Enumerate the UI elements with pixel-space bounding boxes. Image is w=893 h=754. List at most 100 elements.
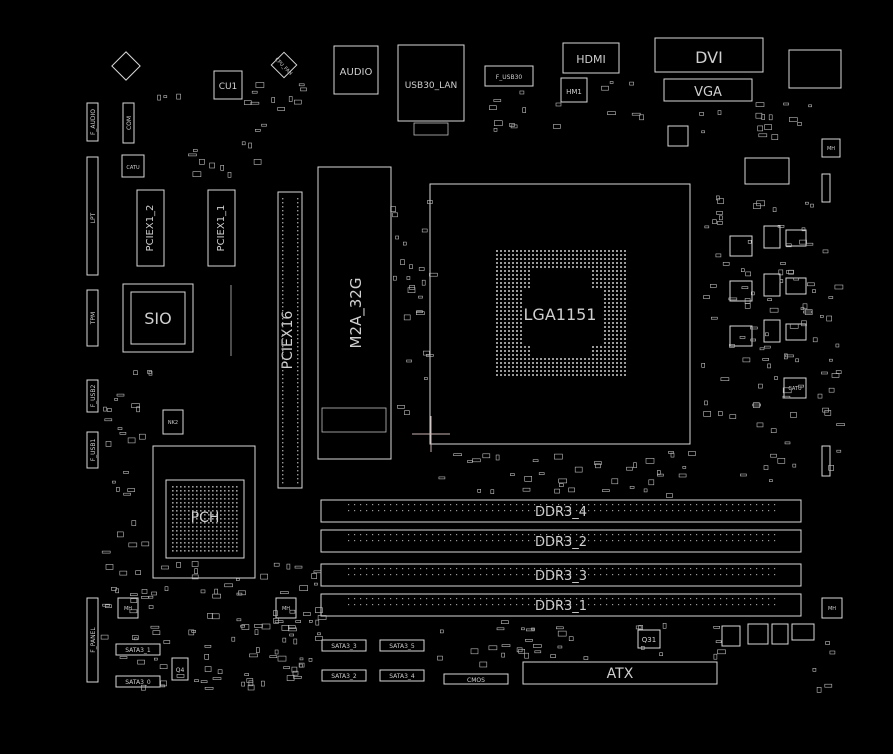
- lpt-header: [86, 156, 99, 276]
- dimm-pin: [474, 534, 476, 536]
- pcie-pin: [297, 198, 299, 200]
- smd-component: [127, 488, 135, 492]
- dimm-pin: [762, 534, 764, 536]
- pch-ball: [232, 530, 234, 532]
- dimm-pin: [774, 574, 776, 576]
- dimm-pin: [588, 604, 590, 606]
- dimm-pin: [684, 510, 686, 512]
- socket-pad: [608, 282, 610, 284]
- dimm-slot-1: [320, 593, 802, 617]
- dimm-pin: [456, 510, 458, 512]
- dimm-pin: [354, 510, 356, 512]
- dimm-pin: [600, 504, 602, 506]
- smd-component: [525, 628, 535, 632]
- dimm-pin: [396, 604, 398, 606]
- smd-component: [774, 376, 778, 380]
- pcie-pin: [282, 462, 284, 464]
- dimm-pin: [360, 568, 362, 570]
- pch-ball: [200, 542, 202, 544]
- socket-pad: [588, 362, 590, 364]
- dimm-pin: [420, 510, 422, 512]
- socket-pad: [512, 306, 514, 308]
- smd-component: [835, 343, 840, 348]
- socket-pad: [584, 258, 586, 260]
- dimm-pin: [588, 540, 590, 542]
- dimm-pin: [696, 568, 698, 570]
- smd-component: [717, 649, 726, 655]
- dimm-pin: [402, 510, 404, 512]
- dimm-pin: [684, 574, 686, 576]
- pch-ball: [176, 506, 178, 508]
- q31-chip: [637, 629, 661, 649]
- dimm-pin: [726, 534, 728, 536]
- socket-pad: [552, 266, 554, 268]
- socket-pad: [528, 282, 530, 284]
- vga-port: [663, 78, 753, 102]
- cmos-header: [443, 673, 509, 685]
- pch-ball: [184, 534, 186, 536]
- pcie-pin: [282, 270, 284, 272]
- socket-pad: [576, 254, 578, 256]
- smd-component: [299, 657, 304, 661]
- dimm-pin: [516, 604, 518, 606]
- pch-ball: [192, 534, 194, 536]
- pch-ball: [204, 502, 206, 504]
- dimm-pin: [522, 510, 524, 512]
- dimm-pin: [612, 504, 614, 506]
- dimm-pin: [414, 540, 416, 542]
- pch-ball: [212, 546, 214, 548]
- dimm-pin: [522, 574, 524, 576]
- smd-component: [554, 488, 560, 494]
- dimm-pin: [642, 504, 644, 506]
- socket-pad: [612, 274, 614, 276]
- smd-component: [740, 268, 745, 273]
- dimm-pin: [750, 534, 752, 536]
- socket-pad: [512, 274, 514, 276]
- smd-component: [568, 487, 575, 493]
- sata2-label: SATA3_2: [331, 673, 357, 680]
- socket-pad: [572, 362, 574, 364]
- dimm-pin: [768, 510, 770, 512]
- socket-pad: [608, 274, 610, 276]
- dimm-pin: [528, 534, 530, 536]
- smd-component: [557, 645, 563, 649]
- dimm-pin: [366, 540, 368, 542]
- dimm-pin: [546, 574, 548, 576]
- smd-component: [717, 198, 724, 204]
- dimm-pin: [708, 598, 710, 600]
- dimm-pin: [420, 574, 422, 576]
- pch-ball: [236, 518, 238, 520]
- dimm-pin: [354, 534, 356, 536]
- pch-ball: [228, 530, 230, 532]
- dimm-pin: [480, 574, 482, 576]
- dimm-pin: [696, 534, 698, 536]
- smd-component: [148, 605, 154, 609]
- pcie-pin: [282, 474, 284, 476]
- smd-component: [261, 123, 267, 127]
- socket-pad: [584, 362, 586, 364]
- dimm-pin: [738, 568, 740, 570]
- socket-pad: [516, 330, 518, 332]
- dimm-pin: [420, 534, 422, 536]
- dimm-pin: [588, 510, 590, 512]
- pch-outline: [152, 445, 256, 579]
- socket-pad: [624, 266, 626, 268]
- pch-ball: [228, 550, 230, 552]
- pch-ball: [204, 486, 206, 488]
- dimm-pin: [540, 598, 542, 600]
- dimm-pin: [654, 504, 656, 506]
- socket-pad: [624, 366, 626, 368]
- pch-ball: [176, 494, 178, 496]
- pch-ball: [236, 526, 238, 528]
- dimm-pin: [492, 568, 494, 570]
- pch-ball: [212, 510, 214, 512]
- smd-component: [135, 570, 141, 575]
- sata4-label: SATA3_4: [389, 673, 415, 680]
- socket-pad: [520, 298, 522, 300]
- dimm-pin: [450, 598, 452, 600]
- smd-component: [782, 387, 792, 394]
- pcie-pin: [282, 446, 284, 448]
- socket-pad: [624, 306, 626, 308]
- pch-ball: [180, 510, 182, 512]
- socket-pad: [572, 374, 574, 376]
